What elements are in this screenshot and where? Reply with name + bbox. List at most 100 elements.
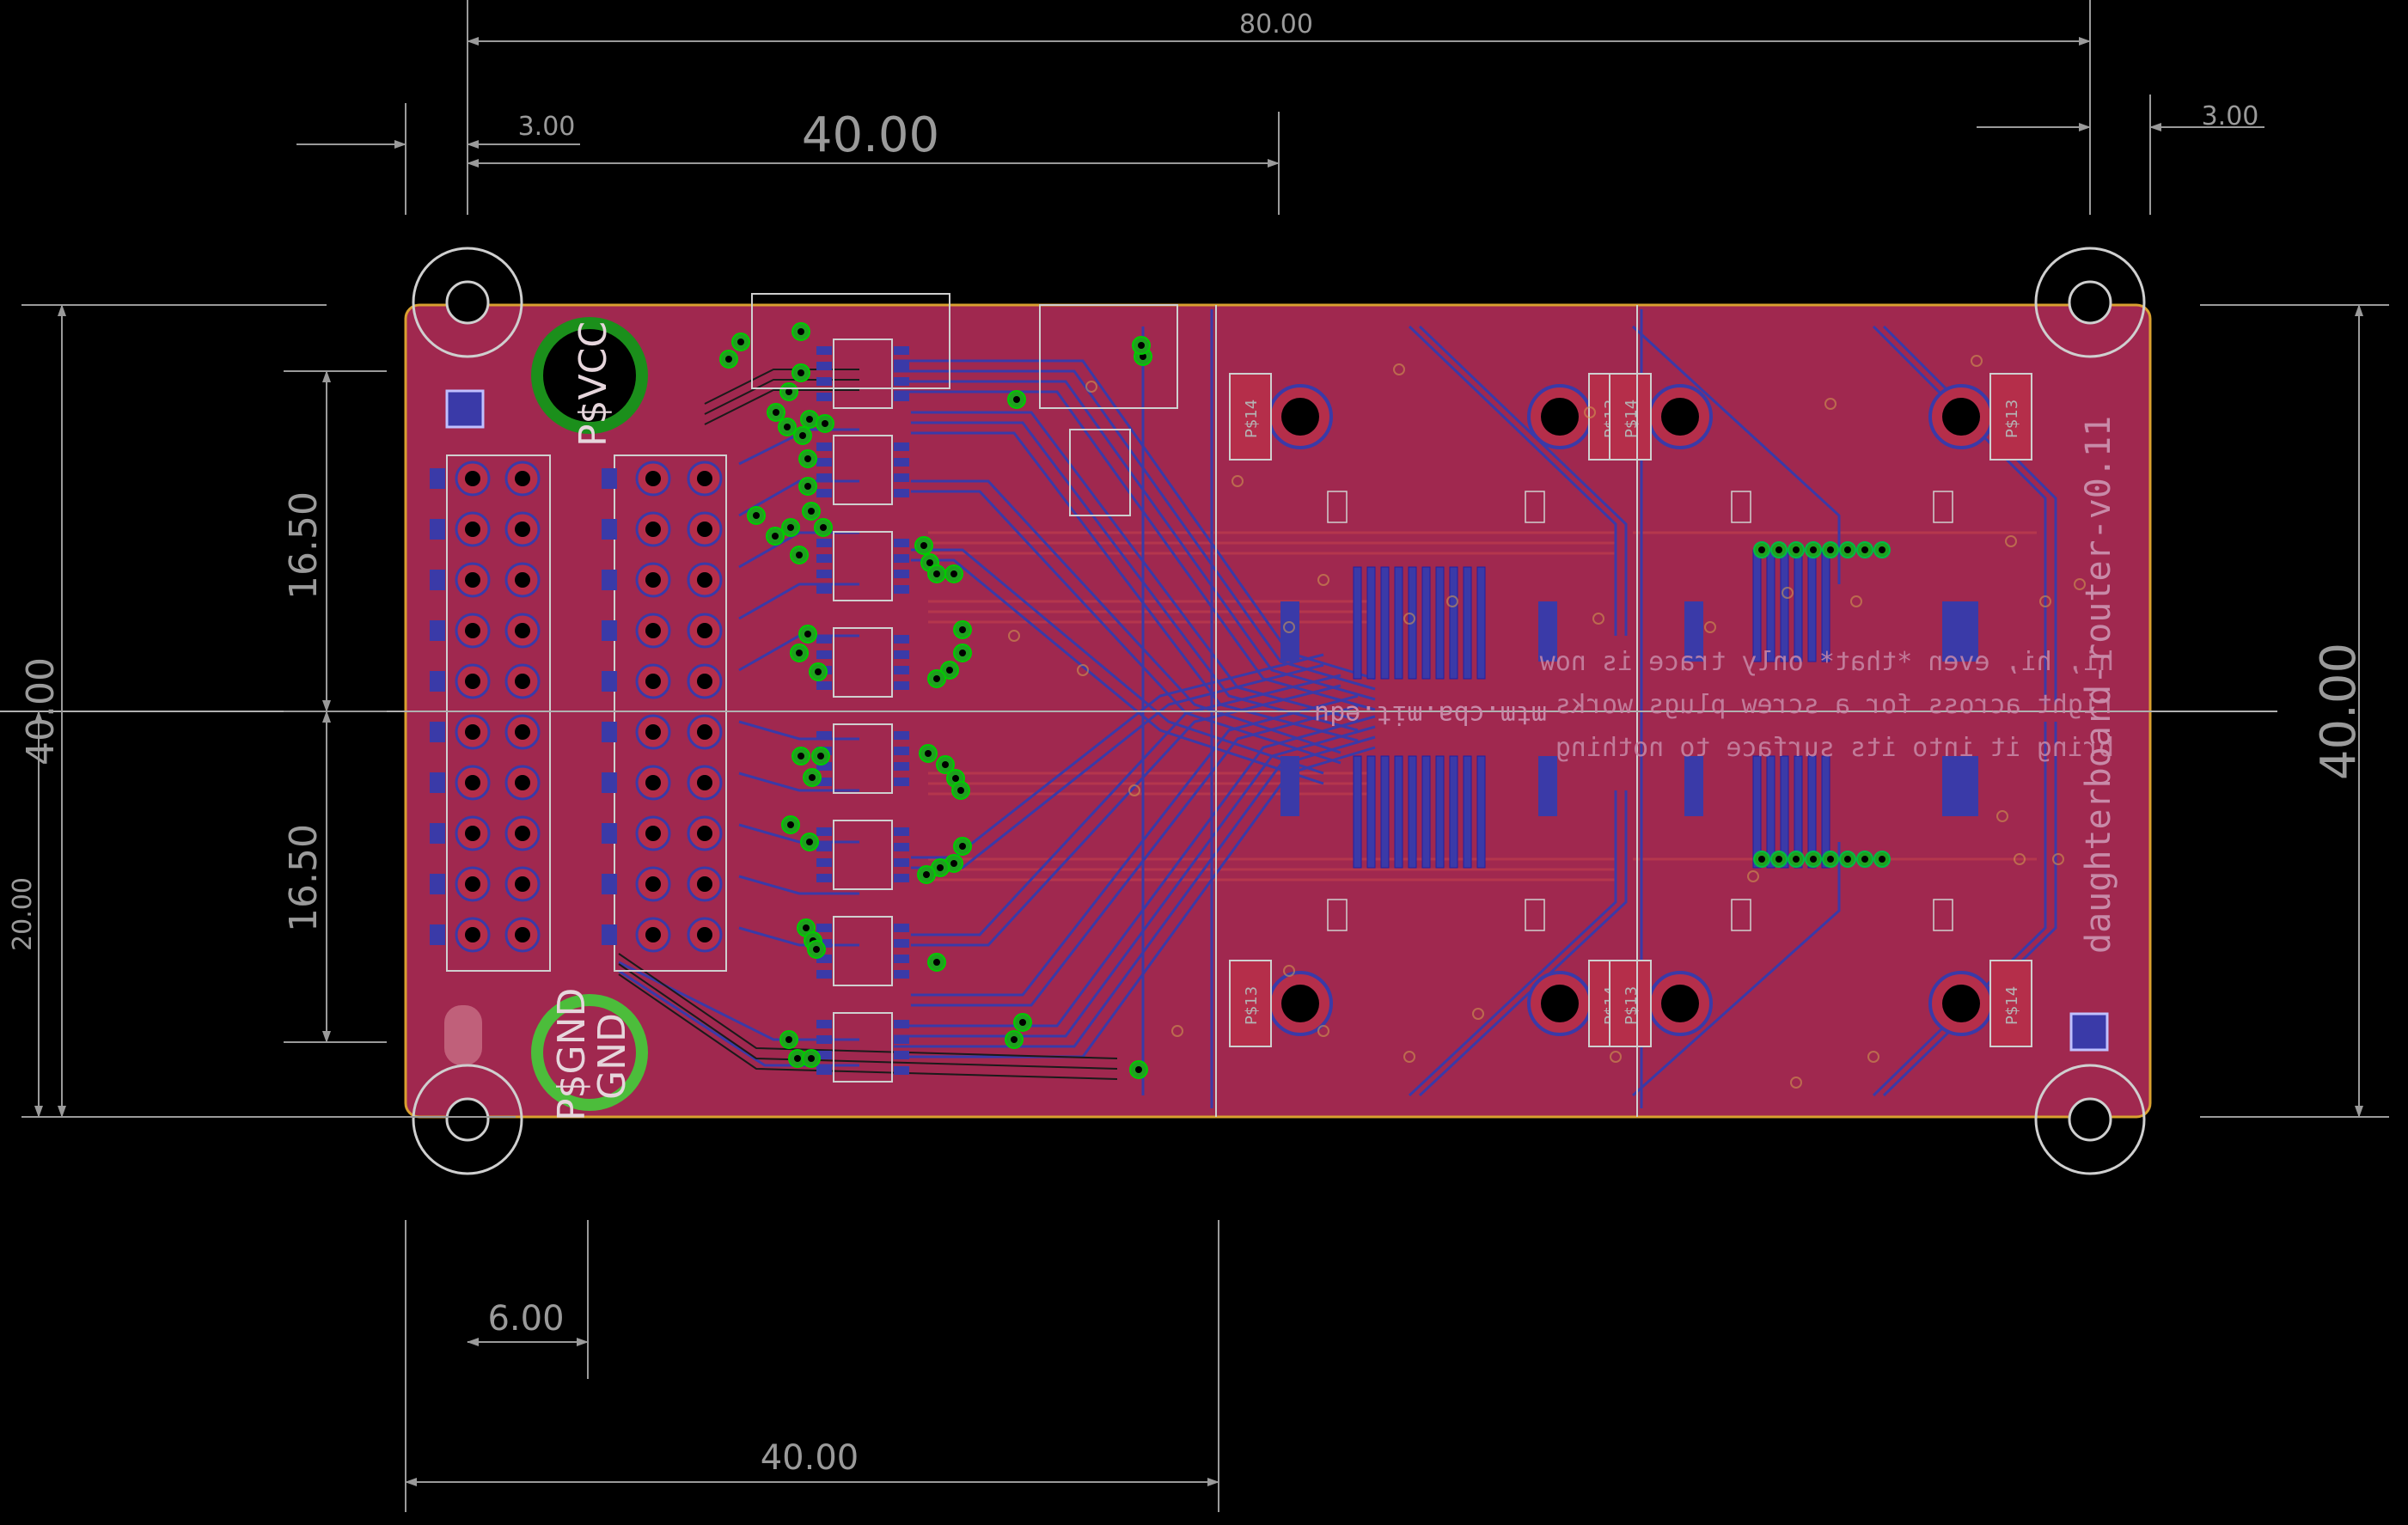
- via: [953, 837, 972, 856]
- via: [779, 382, 798, 401]
- header-pin: [455, 917, 491, 953]
- connector-pin: [1873, 851, 1891, 868]
- via: [800, 410, 819, 429]
- via: [778, 418, 797, 436]
- connector-pin: [1788, 851, 1805, 868]
- vcc-pad: P$VCC: [531, 317, 648, 447]
- dimension-lines: [21, 0, 2389, 1512]
- faint-via: [2014, 853, 2026, 865]
- faint-via: [1782, 587, 1794, 599]
- pin-pad: [602, 823, 617, 844]
- header-pin: [504, 613, 541, 649]
- via: [919, 744, 938, 763]
- screw-terminal: P$13: [1928, 373, 2032, 461]
- mirrored-note-line: right across for a screw plugs works: [1555, 690, 2114, 720]
- connector-pin: [1856, 541, 1873, 558]
- component-outline: [1933, 491, 1953, 523]
- header-connector-left: [446, 454, 727, 972]
- ic-package: [816, 339, 909, 409]
- faint-via: [2005, 535, 2017, 547]
- header-pin: [687, 765, 723, 801]
- header-pin: [687, 663, 723, 699]
- via: [814, 518, 833, 537]
- smd-pad: [1959, 601, 1978, 662]
- via: [936, 755, 955, 774]
- dim-top-half: 40.00: [802, 107, 939, 163]
- connector-pin: [1805, 541, 1822, 558]
- pin-pad: [430, 570, 445, 590]
- ic-package: [816, 531, 909, 601]
- connector-pin: [1753, 851, 1770, 868]
- dim-bottom-small: 6.00: [487, 1299, 564, 1339]
- smd-pad: [1684, 756, 1703, 816]
- via: [953, 644, 972, 662]
- faint-via: [1232, 475, 1244, 487]
- faint-via: [1317, 574, 1329, 586]
- via: [790, 546, 809, 564]
- ic-package: [816, 435, 909, 505]
- dim-top-left-offset: 3.00: [518, 112, 576, 142]
- header-pin: [455, 663, 491, 699]
- faint-via: [1996, 810, 2008, 822]
- via: [811, 747, 830, 766]
- dim-bottom-half: 40.00: [761, 1438, 859, 1478]
- via: [802, 1049, 821, 1068]
- via: [802, 502, 821, 521]
- header-pin: [504, 562, 541, 598]
- component-outline: [1327, 491, 1348, 523]
- connector-pin: [1856, 851, 1873, 868]
- faint-via: [2052, 853, 2064, 865]
- top-copper-traces: [928, 531, 2037, 881]
- faint-via: [1747, 870, 1759, 882]
- dim-top-total: 80.00: [1239, 9, 1313, 40]
- via: [1013, 1013, 1032, 1032]
- via: [779, 1030, 798, 1049]
- mirrored-note-line: hi, hi, even *that* only trace is now: [1539, 647, 2114, 677]
- smd-pad-array: [1752, 549, 1830, 662]
- smd-pad: [1538, 601, 1557, 662]
- fiducial-pad: [445, 389, 485, 429]
- screw-terminals: P$14P$13P$14P$13P$13P$14P$13P$14: [1229, 373, 2032, 1047]
- via: [803, 768, 822, 787]
- pin-pad: [430, 620, 445, 641]
- smd-pad: [1942, 601, 1961, 662]
- pin-pad: [602, 772, 617, 793]
- header-pin: [687, 613, 723, 649]
- connector-pin: [1839, 541, 1856, 558]
- header-pin: [687, 511, 723, 547]
- faint-via: [1077, 664, 1089, 676]
- faint-via: [1610, 1051, 1622, 1063]
- connector-pin: [1839, 851, 1856, 868]
- faint-via: [1283, 965, 1295, 977]
- faint-via: [1403, 613, 1415, 625]
- gnd-pad-label-2: GND: [590, 1013, 634, 1100]
- screw-terminal: P$14: [1229, 373, 1333, 461]
- header-pin: [455, 815, 491, 851]
- header-pin: [635, 613, 671, 649]
- dim-right-total: 40.00: [2311, 643, 2367, 780]
- header-pin: [635, 562, 671, 598]
- header-pin: [455, 511, 491, 547]
- connector-pin: [1753, 541, 1770, 558]
- component-outline: [1731, 899, 1751, 931]
- vcc-pad-label: P$VCC: [571, 321, 615, 447]
- connector-pin: [1805, 851, 1822, 868]
- header-pin: [504, 714, 541, 750]
- component-outline: [1731, 491, 1751, 523]
- via: [1132, 336, 1151, 355]
- header-pin: [635, 765, 671, 801]
- faint-via: [1790, 1077, 1802, 1089]
- via: [927, 953, 946, 972]
- via: [791, 747, 810, 766]
- screw-terminal-label: P$14: [2003, 986, 2021, 1025]
- pin-pad: [430, 823, 445, 844]
- ic-package: [816, 820, 909, 890]
- via: [927, 564, 946, 583]
- pin-pad: [602, 620, 617, 641]
- mounting-holes: [412, 247, 2146, 1175]
- mirrored-note-line: bring it into its surface to nothing: [1555, 733, 2114, 763]
- dim-top-right-offset: 3.00: [2202, 101, 2259, 131]
- smd-pad: [1959, 756, 1978, 816]
- dim-left-half: 20.00: [8, 877, 38, 951]
- dim-left-total: 40.00: [19, 657, 63, 766]
